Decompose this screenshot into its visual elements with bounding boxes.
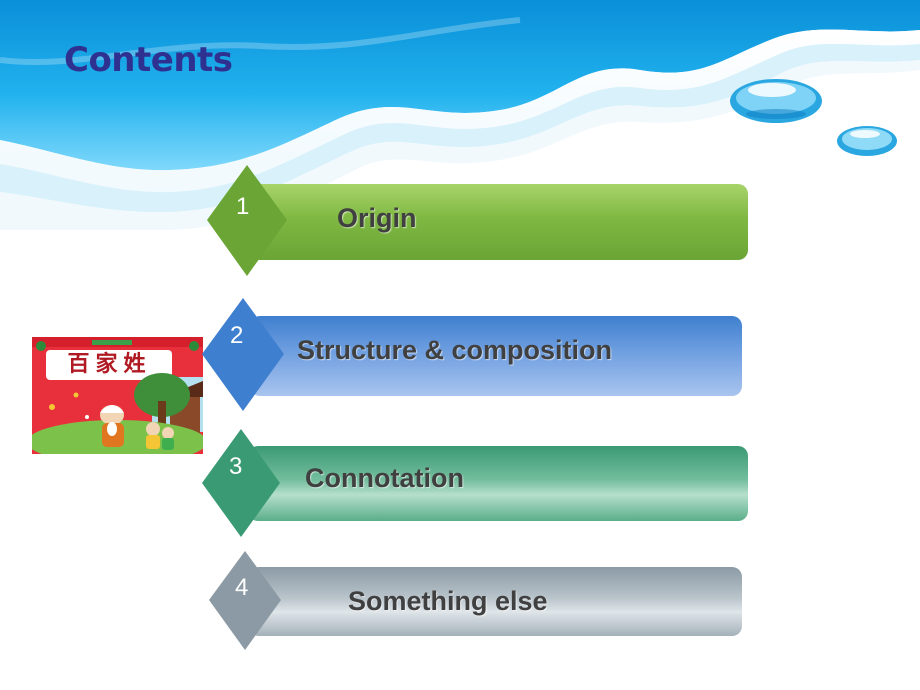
- contents-item-3-number: 3: [229, 453, 243, 480]
- book-cover-image: 百家姓: [32, 337, 203, 454]
- page-title: Contents: [64, 40, 233, 80]
- contents-item-2[interactable]: 2 Structure & composition: [200, 296, 760, 413]
- contents-item-4-number: 4: [235, 574, 249, 601]
- contents-item-4-bar[interactable]: [249, 567, 742, 636]
- contents-item-3-diamond: [202, 429, 280, 537]
- contents-item-2-bar[interactable]: [250, 316, 742, 396]
- contents-item-1-diamond: [207, 165, 287, 276]
- contents-item-2-label: Structure & composition: [297, 335, 613, 365]
- water-wave-header: [0, 0, 920, 230]
- book-cover-illustration: [32, 337, 203, 454]
- book-cover-title: 百家姓: [67, 352, 152, 377]
- water-drop-large-icon: [730, 79, 822, 123]
- contents-item-3-bar[interactable]: [248, 446, 748, 521]
- contents-item-1-bar[interactable]: [250, 184, 748, 260]
- contents-item-2-number: 2: [230, 322, 244, 349]
- contents-item-1-number: 1: [236, 193, 250, 220]
- contents-item-3[interactable]: 3 Connotation: [200, 427, 760, 539]
- contents-item-4-label: Something else: [348, 586, 548, 616]
- contents-item-4-diamond: [209, 551, 281, 650]
- contents-item-3-label: Connotation: [305, 463, 464, 493]
- contents-item-2-diamond: [202, 298, 284, 411]
- water-drop-small-icon: [837, 126, 897, 156]
- contents-item-1-label: Origin: [337, 203, 417, 233]
- contents-item-4[interactable]: 4 Something else: [207, 549, 757, 652]
- contents-item-1[interactable]: 1 Origin: [205, 163, 765, 278]
